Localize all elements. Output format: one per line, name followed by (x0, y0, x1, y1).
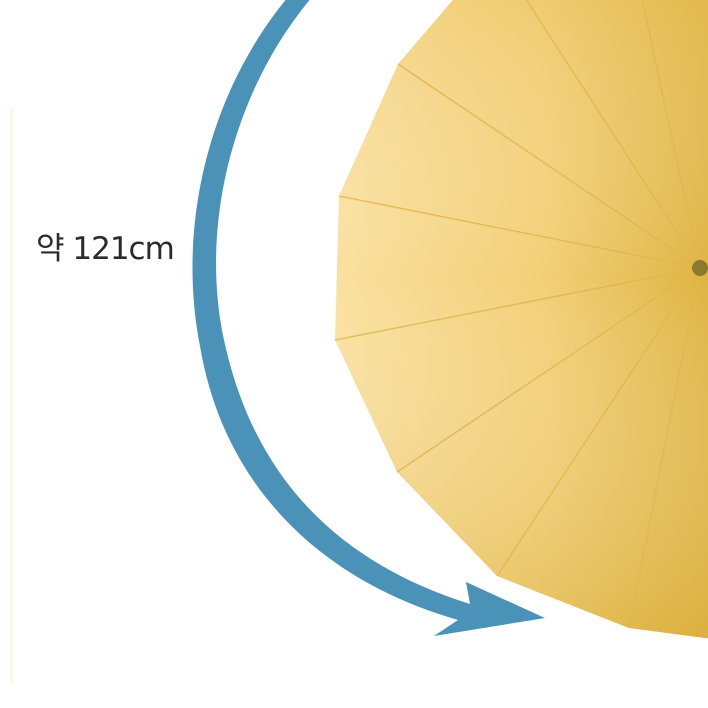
left-edge-line (10, 108, 13, 683)
circumference-label: 약 121cm (36, 231, 175, 267)
canopy-ribs (334, 0, 701, 629)
umbrella-canopy (334, 0, 708, 639)
arrow-body (192, 0, 545, 636)
measurement-arrow (192, 0, 545, 636)
canopy-hub (692, 260, 708, 276)
